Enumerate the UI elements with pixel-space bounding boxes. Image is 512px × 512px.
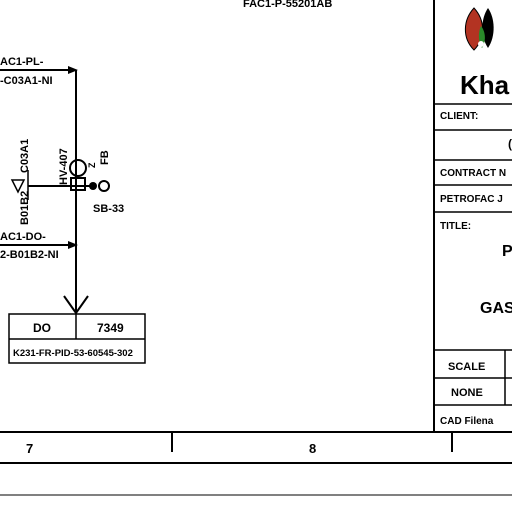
valve-body-icon xyxy=(70,177,86,191)
cad-label: CAD Filena xyxy=(440,416,494,427)
title-line-2: GAS xyxy=(480,300,512,317)
scale-value: NONE xyxy=(451,387,483,399)
down-arrow-icon xyxy=(63,295,89,315)
grid-column-7: 7 xyxy=(26,441,33,456)
upper-flow-arrow-icon xyxy=(68,66,78,74)
lower-flow-arrow-icon xyxy=(68,241,78,249)
offpage-drawing-ref: K231-FR-PID-53-60545-302 xyxy=(13,348,133,359)
offpage-service: DO xyxy=(33,321,51,335)
title-line-1: P xyxy=(502,243,512,260)
lower-line-tag-1: AC1-DO- xyxy=(0,231,46,243)
scale-label: SCALE xyxy=(448,361,485,373)
client-value: ( xyxy=(508,137,512,151)
upper-line-tag-1: AC1-PL- xyxy=(0,56,44,68)
actuator-icon xyxy=(69,159,87,177)
offpage-number: 7349 xyxy=(97,321,124,335)
client-label: CLIENT: xyxy=(440,111,478,122)
spec-label-lower: B01B2 xyxy=(19,191,31,225)
grid-column-8: 8 xyxy=(309,441,316,456)
title-label: TITLE: xyxy=(440,221,471,232)
spool-ring-icon xyxy=(98,180,110,192)
spool-label: SB-33 xyxy=(93,203,124,215)
instrument-suffix: Z xyxy=(87,162,97,168)
petrofac-label: PETROFAC J xyxy=(440,194,503,205)
company-logo xyxy=(464,7,494,51)
company-name: Kha xyxy=(460,70,510,100)
instrument-tag: HV-407 xyxy=(58,148,70,185)
top-line-label: FAC1-P-55201AB xyxy=(243,0,332,10)
contract-label: CONTRACT N xyxy=(440,168,506,179)
fail-position-label: FB xyxy=(99,150,111,165)
spec-label-upper: C03A1 xyxy=(19,139,31,173)
upper-line-tag-2: -C03A1-NI xyxy=(0,75,53,87)
check-valve-icon xyxy=(10,179,26,194)
lower-line-tag-2: 2-B01B2-NI xyxy=(0,249,59,261)
